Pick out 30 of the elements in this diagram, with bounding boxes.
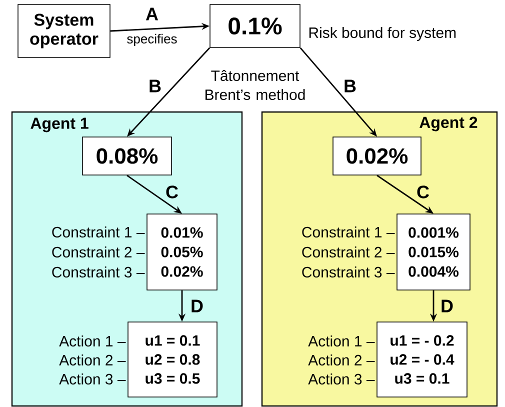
operator-box: System operator xyxy=(18,4,110,58)
edge-label: B xyxy=(150,80,161,92)
action-label: Action 1 – xyxy=(59,336,126,346)
edge-label: C xyxy=(417,186,430,198)
action-label: Action 3 – xyxy=(59,374,126,384)
action-label: Action 2 – xyxy=(59,354,126,366)
constraint-box: 0.01% 0.05% 0.02% xyxy=(146,214,218,290)
action-label: Action 3 – xyxy=(308,374,375,384)
edge-label: B xyxy=(344,80,356,92)
constraint-label: Constraint 1 – xyxy=(52,226,145,238)
action-box: u1 = 0.1 u2 = 0.8 u3 = 0.5 xyxy=(128,322,218,398)
constraint-label: Constraint 2 – xyxy=(52,246,145,258)
edge-caption: specifies xyxy=(127,34,177,46)
node-label: Risk bound for system xyxy=(309,27,456,41)
edge-label: D xyxy=(192,300,203,312)
action-label: Action 1 – xyxy=(308,336,375,346)
constraint-box: 0.001% 0.015% 0.004% xyxy=(396,214,470,290)
risk-box: 0.08% xyxy=(82,136,172,176)
constraint-label: Constraint 2 – xyxy=(302,246,395,258)
constraint-label: Constraint 1 – xyxy=(302,226,395,238)
constraint-label: Constraint 3 – xyxy=(52,266,145,278)
action-label: Action 2 – xyxy=(308,354,375,366)
action-box: u1 = - 0.2 u2 = - 0.4 u3 = 0.1 xyxy=(376,322,468,398)
risk-box: 0.02% xyxy=(332,136,422,176)
edge-label: D xyxy=(442,300,453,312)
edge-label: C xyxy=(166,186,178,198)
risk-box: 0.1% xyxy=(210,4,300,48)
edge-label: A xyxy=(146,8,158,20)
method-label: Tâtonnement Brent’s method xyxy=(206,70,305,100)
constraint-label: Constraint 3 – xyxy=(302,266,395,278)
